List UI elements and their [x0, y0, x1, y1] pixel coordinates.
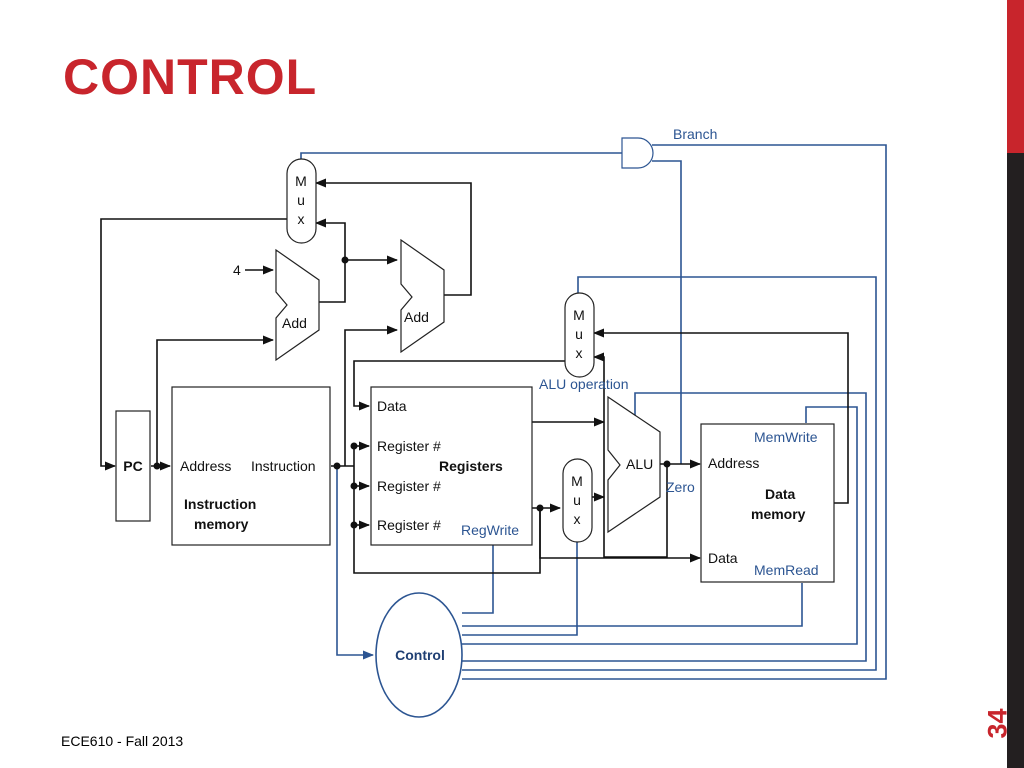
pc-label: PC [123, 458, 142, 474]
memwrite-label: MemWrite [754, 429, 818, 445]
alu: ALU [607, 395, 661, 534]
im-name-line1: Instruction [184, 496, 256, 512]
alu-label: ALU [626, 456, 653, 472]
control-label: Control [395, 647, 445, 663]
junction-dots [153, 256, 671, 529]
regwrite-wire [462, 545, 494, 614]
im-instruction-label: Instruction [251, 458, 316, 474]
footer-text: ECE610 - Fall 2013 [61, 733, 184, 749]
branch-adder: Add [400, 238, 445, 354]
slide-title: CONTROL [63, 49, 318, 105]
pc-adder: Add [275, 248, 320, 362]
alu-mux-m: M [571, 473, 583, 489]
branch-to-mux-wire [300, 152, 622, 159]
constant-four: 4 [233, 262, 241, 278]
im-address-label: Address [180, 458, 231, 474]
pc-mux-u: u [297, 192, 305, 208]
instruction-to-control-wire [336, 466, 375, 660]
wb-mux-m: M [573, 307, 585, 323]
wb-mux-u: u [575, 326, 583, 342]
pc-mux-m: M [295, 173, 307, 189]
dm-name-line2: memory [751, 506, 806, 522]
memread-label: MemRead [754, 562, 819, 578]
page-number-text: 34 [982, 707, 1013, 739]
reg-register3-label: Register # [377, 517, 441, 533]
alusrc-wire [462, 542, 578, 636]
pc-mux-x: x [298, 211, 305, 227]
memwrite-wire [462, 406, 858, 645]
alusrc-mux: M u x [562, 458, 593, 543]
regwrite-label: RegWrite [461, 522, 519, 538]
branch-adder-label: Add [404, 309, 429, 325]
dm-data-label: Data [708, 550, 738, 566]
pc-adder-label: Add [282, 315, 307, 331]
accent-bar-red [1007, 0, 1024, 153]
alu-mux-x: x [574, 511, 581, 527]
data-memory: MemWrite Address Data memory Data MemRea… [700, 423, 835, 583]
memread-wire [462, 583, 803, 627]
alu-operation-wire [462, 392, 867, 662]
memtoreg-wire [462, 276, 877, 671]
data-wires [100, 178, 849, 574]
register-file: Data Register # Registers Register # Reg… [370, 386, 533, 546]
zero-label: Zero [666, 479, 695, 495]
accent-bar-dark [1007, 153, 1024, 768]
alu-operation-label: ALU operation [539, 376, 629, 392]
registers-name: Registers [439, 458, 503, 474]
pc-mux: M u x [286, 158, 317, 244]
branch-label: Branch [673, 126, 717, 142]
dm-address-label: Address [708, 455, 759, 471]
writeback-mux: M u x [564, 292, 595, 378]
reg-data-label: Data [377, 398, 407, 414]
reg-register2-label: Register # [377, 478, 441, 494]
control-unit: Control [375, 592, 463, 718]
zero-to-and-wire [652, 160, 682, 464]
alu-mux-u: u [573, 492, 581, 508]
wb-mux-x: x [576, 345, 583, 361]
instruction-memory: Address Instruction Instruction memory [171, 386, 331, 546]
reg-register1-label: Register # [377, 438, 441, 454]
im-name-line2: memory [194, 516, 249, 532]
pc-register: PC [115, 410, 151, 522]
branch-signal-wire [462, 144, 887, 680]
control-wires [300, 144, 887, 680]
dm-name-line1: Data [765, 486, 796, 502]
branch-and-gate [621, 137, 654, 169]
page-number: 34 [975, 700, 1021, 746]
